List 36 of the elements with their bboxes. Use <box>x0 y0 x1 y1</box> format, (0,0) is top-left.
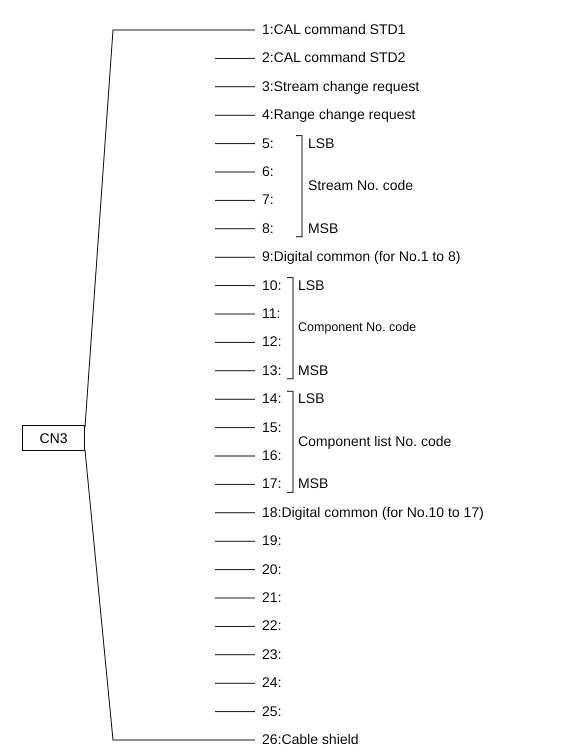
group-label: Component No. code <box>298 319 416 336</box>
pin-label: 15: <box>262 418 282 436</box>
pin-label: 23: <box>262 646 282 663</box>
pin-label: 5: <box>262 134 274 152</box>
pin-label: 24: <box>262 674 282 692</box>
pin-label: 11: <box>262 305 280 322</box>
pin-label: 14: <box>262 390 282 408</box>
pin-label: 26:Cable shield <box>262 731 359 748</box>
pin-label: 19: <box>262 532 282 550</box>
bit-label: LSB <box>298 390 324 408</box>
pin-label: 2:CAL command STD2 <box>262 49 406 66</box>
pin-label: 12: <box>262 333 282 350</box>
pin-label: 7: <box>262 191 274 208</box>
pin-label: 4:Range change request <box>262 106 416 124</box>
bit-label: MSB <box>308 220 338 237</box>
pin-label: 20: <box>262 560 282 578</box>
pin-label: 25: <box>262 702 282 720</box>
pin-label: 8: <box>262 220 274 237</box>
pin-label: 21: <box>262 589 282 606</box>
pin-label: 1:CAL command STD1 <box>262 21 406 38</box>
bit-label: MSB <box>298 475 328 492</box>
bit-label: LSB <box>298 276 324 294</box>
bit-label: LSB <box>308 134 334 152</box>
pin-label: 10: <box>262 276 282 294</box>
pin-label: 13: <box>262 362 282 379</box>
pin-label: 6: <box>262 163 274 180</box>
pin-label: 17: <box>262 475 282 492</box>
pin-label: 18:Digital common (for No.10 to 17) <box>262 504 484 521</box>
pin-label: 3:Stream change request <box>262 78 420 95</box>
pin-label: 16: <box>262 447 282 464</box>
pin-label: 9:Digital common (for No.1 to 8) <box>262 248 460 266</box>
pin-label: 22: <box>262 617 282 634</box>
connector-box: CN3 <box>22 425 85 451</box>
group-label: Stream No. code <box>308 177 414 194</box>
bit-label: MSB <box>298 362 328 379</box>
group-label: Component list No. code <box>298 432 452 450</box>
